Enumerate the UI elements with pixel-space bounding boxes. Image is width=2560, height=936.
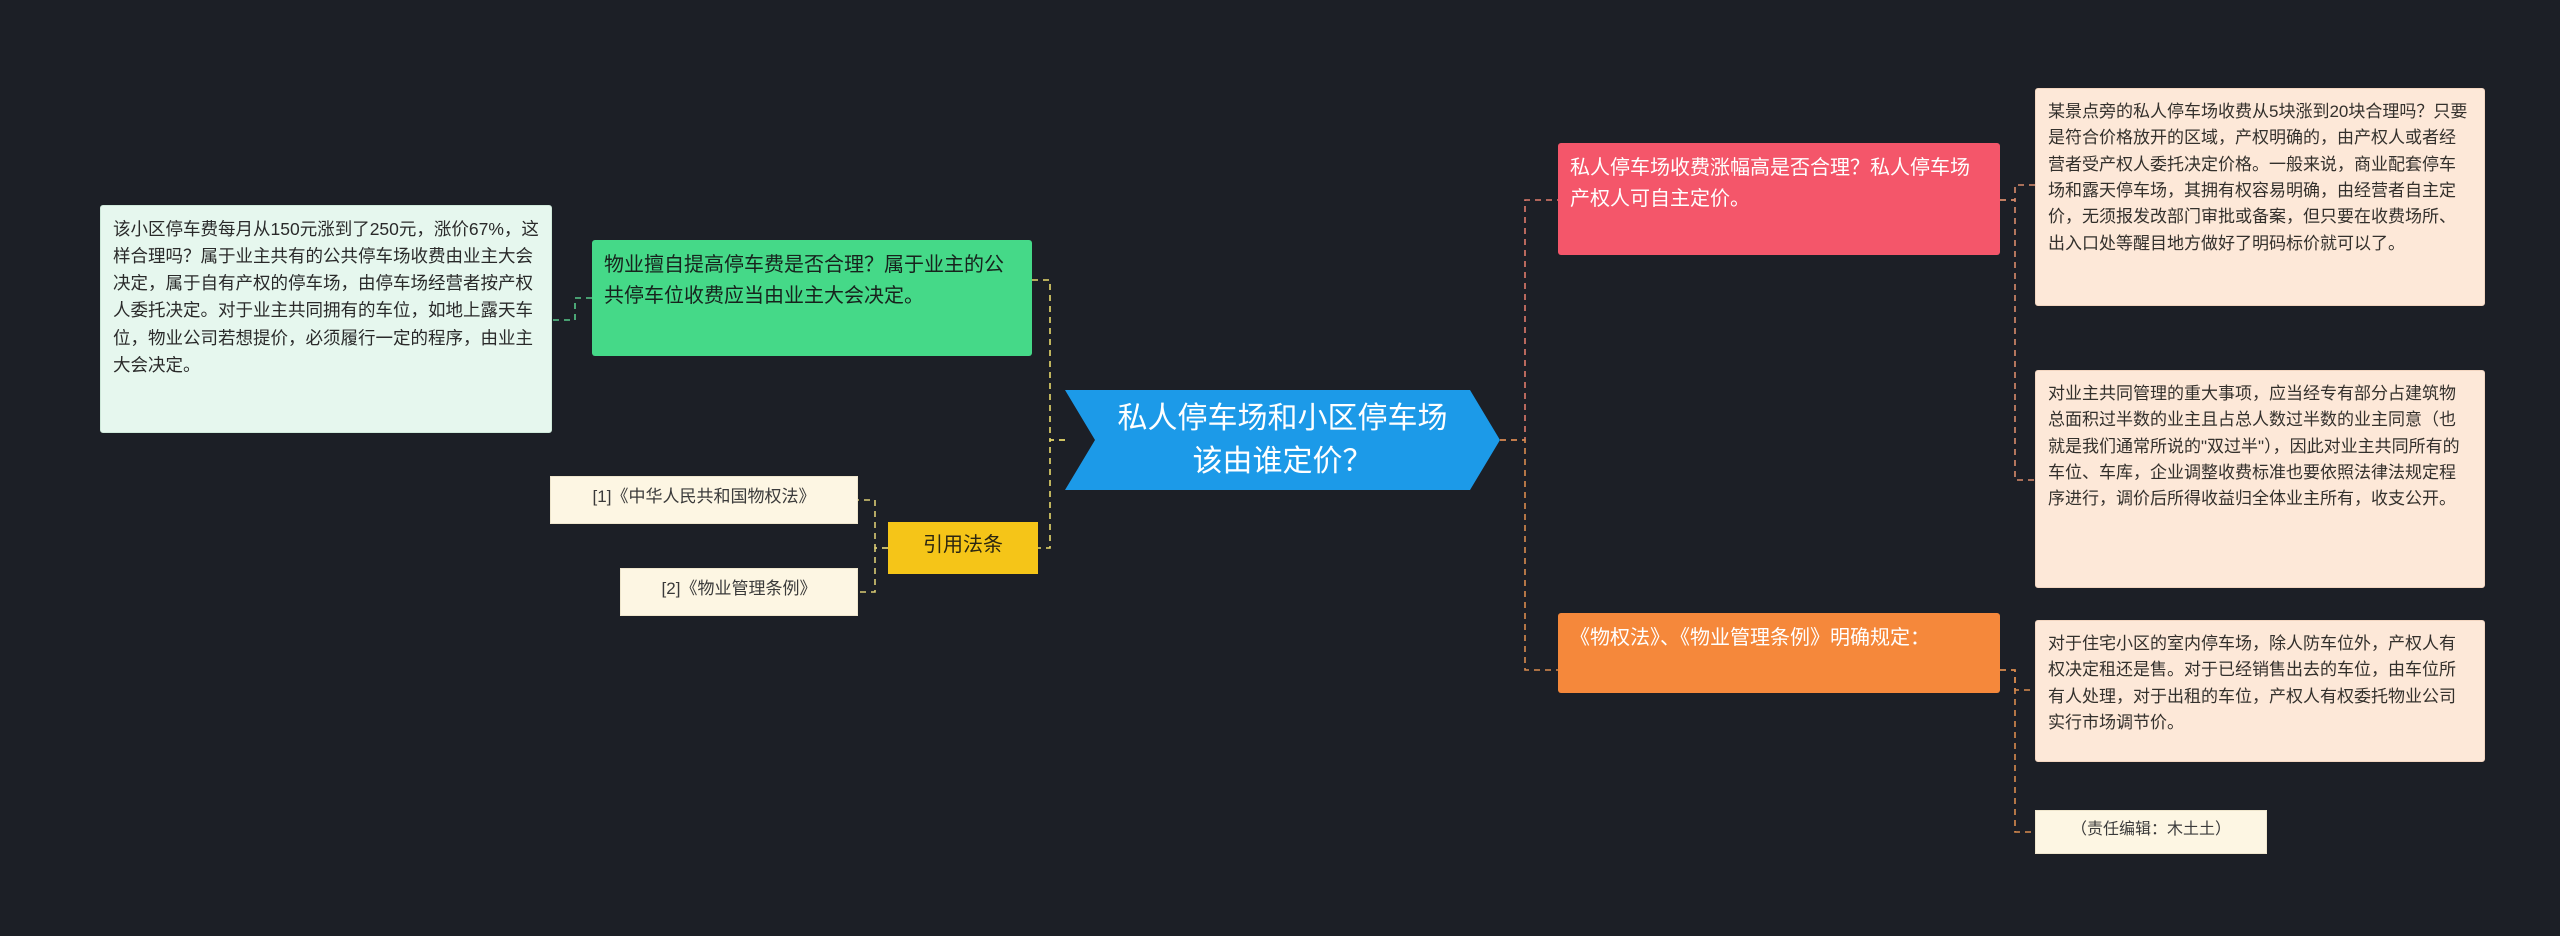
detail-scenic-spot-parking-label: 某景点旁的私人停车场收费从5块涨到20块合理吗？只要是符合价格放开的区域，产权明…: [2048, 102, 2468, 253]
branch-property-fee-increase-label: 物业擅自提高停车费是否合理？属于业主的公共停车位收费应当由业主大会决定。: [604, 254, 1004, 307]
branch-cited-laws-label: 引用法条: [923, 534, 1003, 556]
central-topic[interactable]: 私人停车场和小区停车场该由谁定价？: [1065, 390, 1500, 490]
detail-editor-credit[interactable]: （责任编辑：木土土）: [2035, 810, 2267, 854]
detail-community-parking-fee-label: 该小区停车费每月从150元涨到了250元，涨价67%，这样合理吗？属于业主共有的…: [113, 219, 539, 375]
law-item-property-management-regulations-label: [2]《物业管理条例》: [661, 579, 817, 598]
detail-owners-joint-decision[interactable]: 对业主共同管理的重大事项，应当经专有部分占建筑物总面积过半数的业主且占总人数过半…: [2035, 370, 2485, 588]
branch-private-parking-pricing-label: 私人停车场收费涨幅高是否合理？私人停车场产权人可自主定价。: [1570, 157, 1970, 210]
central-topic-label: 私人停车场和小区停车场该由谁定价？: [1117, 401, 1448, 478]
branch-private-parking-pricing[interactable]: 私人停车场收费涨幅高是否合理？私人停车场产权人可自主定价。: [1558, 143, 2000, 255]
detail-scenic-spot-parking[interactable]: 某景点旁的私人停车场收费从5块涨到20块合理吗？只要是符合价格放开的区域，产权明…: [2035, 88, 2485, 306]
detail-editor-credit-label: （责任编辑：木土土）: [2070, 821, 2231, 838]
law-item-property-law-label: [1]《中华人民共和国物权法》: [592, 487, 816, 506]
detail-indoor-parking-rights[interactable]: 对于住宅小区的室内停车场，除人防车位外，产权人有权决定租还是售。对于已经销售出去…: [2035, 620, 2485, 762]
detail-indoor-parking-rights-label: 对于住宅小区的室内停车场，除人防车位外，产权人有权决定租还是售。对于已经销售出去…: [2048, 634, 2456, 733]
law-item-property-law[interactable]: [1]《中华人民共和国物权法》: [550, 476, 858, 524]
detail-owners-joint-decision-label: 对业主共同管理的重大事项，应当经专有部分占建筑物总面积过半数的业主且占总人数过半…: [2048, 384, 2460, 509]
branch-property-fee-increase[interactable]: 物业擅自提高停车费是否合理？属于业主的公共停车位收费应当由业主大会决定。: [592, 240, 1032, 356]
branch-legal-provisions-label: 《物权法》、《物业管理条例》明确规定：: [1570, 627, 1930, 649]
law-item-property-management-regulations[interactable]: [2]《物业管理条例》: [620, 568, 858, 616]
branch-cited-laws[interactable]: 引用法条: [888, 522, 1038, 574]
detail-community-parking-fee[interactable]: 该小区停车费每月从150元涨到了250元，涨价67%，这样合理吗？属于业主共有的…: [100, 205, 552, 433]
branch-legal-provisions[interactable]: 《物权法》、《物业管理条例》明确规定：: [1558, 613, 2000, 693]
